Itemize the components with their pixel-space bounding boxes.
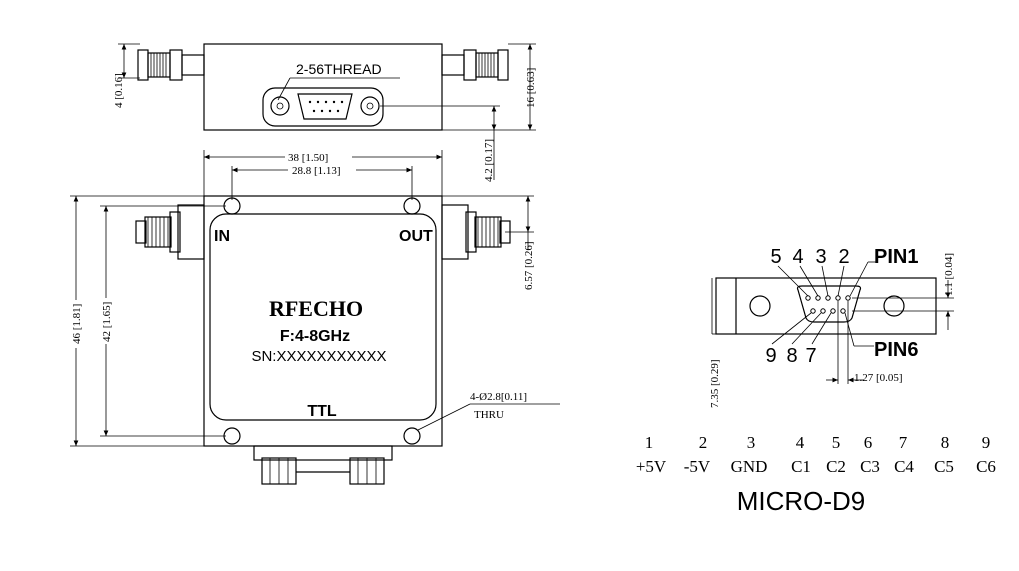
pin-signal: C4 bbox=[894, 457, 914, 476]
pinout-table: 1 2 3 4 5 6 7 8 9 +5V -5V GND C1 C2 C3 C… bbox=[636, 433, 996, 516]
pin-label: 8 bbox=[786, 345, 797, 367]
port-out-label: OUT bbox=[399, 228, 433, 245]
pin-signal: C2 bbox=[826, 457, 846, 476]
dim-left-height: 4 [0.16] bbox=[113, 73, 125, 108]
pin-signal: +5V bbox=[636, 457, 667, 476]
side-left-connector bbox=[137, 49, 205, 81]
dim-pitch: 1.27 [0.05] bbox=[854, 372, 903, 384]
pin-signal: C5 bbox=[934, 457, 954, 476]
pin-number: 5 bbox=[832, 433, 841, 452]
in-connector bbox=[135, 204, 205, 260]
bottom-dsub-connector bbox=[253, 445, 393, 485]
dim-overall-height: 46 [1.81] bbox=[71, 304, 83, 344]
dim-overall-width: 38 [1.50] bbox=[288, 152, 328, 164]
pin-label: 2 bbox=[838, 246, 849, 268]
pin-number: 7 bbox=[899, 433, 908, 452]
pins-bottom-labels: 9 8 7 bbox=[765, 345, 816, 367]
port-in-label: IN bbox=[214, 228, 230, 245]
pin-label: 7 bbox=[805, 345, 816, 367]
frequency-label: F:4-8GHz bbox=[280, 328, 350, 345]
dsub-shell bbox=[796, 285, 862, 323]
out-connector bbox=[441, 204, 511, 260]
pin-number: 9 bbox=[982, 433, 991, 452]
dsub-pins bbox=[805, 295, 851, 314]
pin-number: 4 bbox=[796, 433, 805, 452]
brand-label: RFECHO bbox=[269, 296, 363, 321]
pin-signal: -5V bbox=[684, 457, 711, 476]
top-view: 38 [1.50] 28.8 [1.13] bbox=[70, 150, 560, 485]
dim-pin-offset: 1.1 [0.04] bbox=[943, 253, 955, 296]
serial-label: SN:XXXXXXXXXXX bbox=[251, 348, 386, 365]
hole-note-thru: THRU bbox=[474, 409, 504, 421]
pin6-label: PIN6 bbox=[874, 339, 918, 361]
pin-number: 1 bbox=[645, 433, 654, 452]
pin-number: 6 bbox=[864, 433, 873, 452]
dim-right-height: 16 [0.63] bbox=[525, 68, 537, 108]
module-cover bbox=[209, 213, 437, 421]
dim-connector-height: 7.35 [0.29] bbox=[709, 359, 721, 408]
plate-hole-left bbox=[749, 295, 771, 317]
connector-plate bbox=[715, 277, 937, 335]
pins-top-labels: 5 4 3 2 bbox=[770, 246, 849, 268]
pin-number: 2 bbox=[699, 433, 708, 452]
side-view: 2-56THREAD 4 [0.16] 16 [0.63] 4.2 [0.17] bbox=[113, 43, 537, 182]
pin-signal: C3 bbox=[860, 457, 880, 476]
pin-signal: GND bbox=[731, 457, 768, 476]
pin-number: 8 bbox=[941, 433, 950, 452]
pin-number: 3 bbox=[747, 433, 756, 452]
dim-connector-offset: 6.57 [0.26] bbox=[523, 241, 535, 290]
pin-signal: C1 bbox=[791, 457, 811, 476]
pin-label: 4 bbox=[792, 246, 803, 268]
connector-title: MICRO-D9 bbox=[737, 486, 866, 516]
dim-hole-spacing-x: 28.8 [1.13] bbox=[292, 165, 341, 177]
plate-hole-right bbox=[883, 295, 905, 317]
ttl-label: TTL bbox=[307, 403, 337, 420]
side-right-connector bbox=[441, 49, 509, 81]
thread-label: 2-56THREAD bbox=[296, 61, 382, 77]
pin-signal: C6 bbox=[976, 457, 996, 476]
connector-front-view: 5 4 3 2 PIN1 9 8 7 PIN6 1.1 [0.04] 1.27 … bbox=[709, 246, 955, 408]
pin-label: 5 bbox=[770, 246, 781, 268]
pin-label: 9 bbox=[765, 345, 776, 367]
pin-label: 3 bbox=[815, 246, 826, 268]
hole-note-size: 4-Ø2.8[0.11] bbox=[470, 391, 527, 403]
pin1-label: PIN1 bbox=[874, 246, 918, 268]
dim-hole-spacing-y: 42 [1.65] bbox=[101, 302, 113, 342]
side-body bbox=[203, 43, 443, 131]
dim-thread-offset: 4.2 [0.17] bbox=[483, 139, 495, 182]
